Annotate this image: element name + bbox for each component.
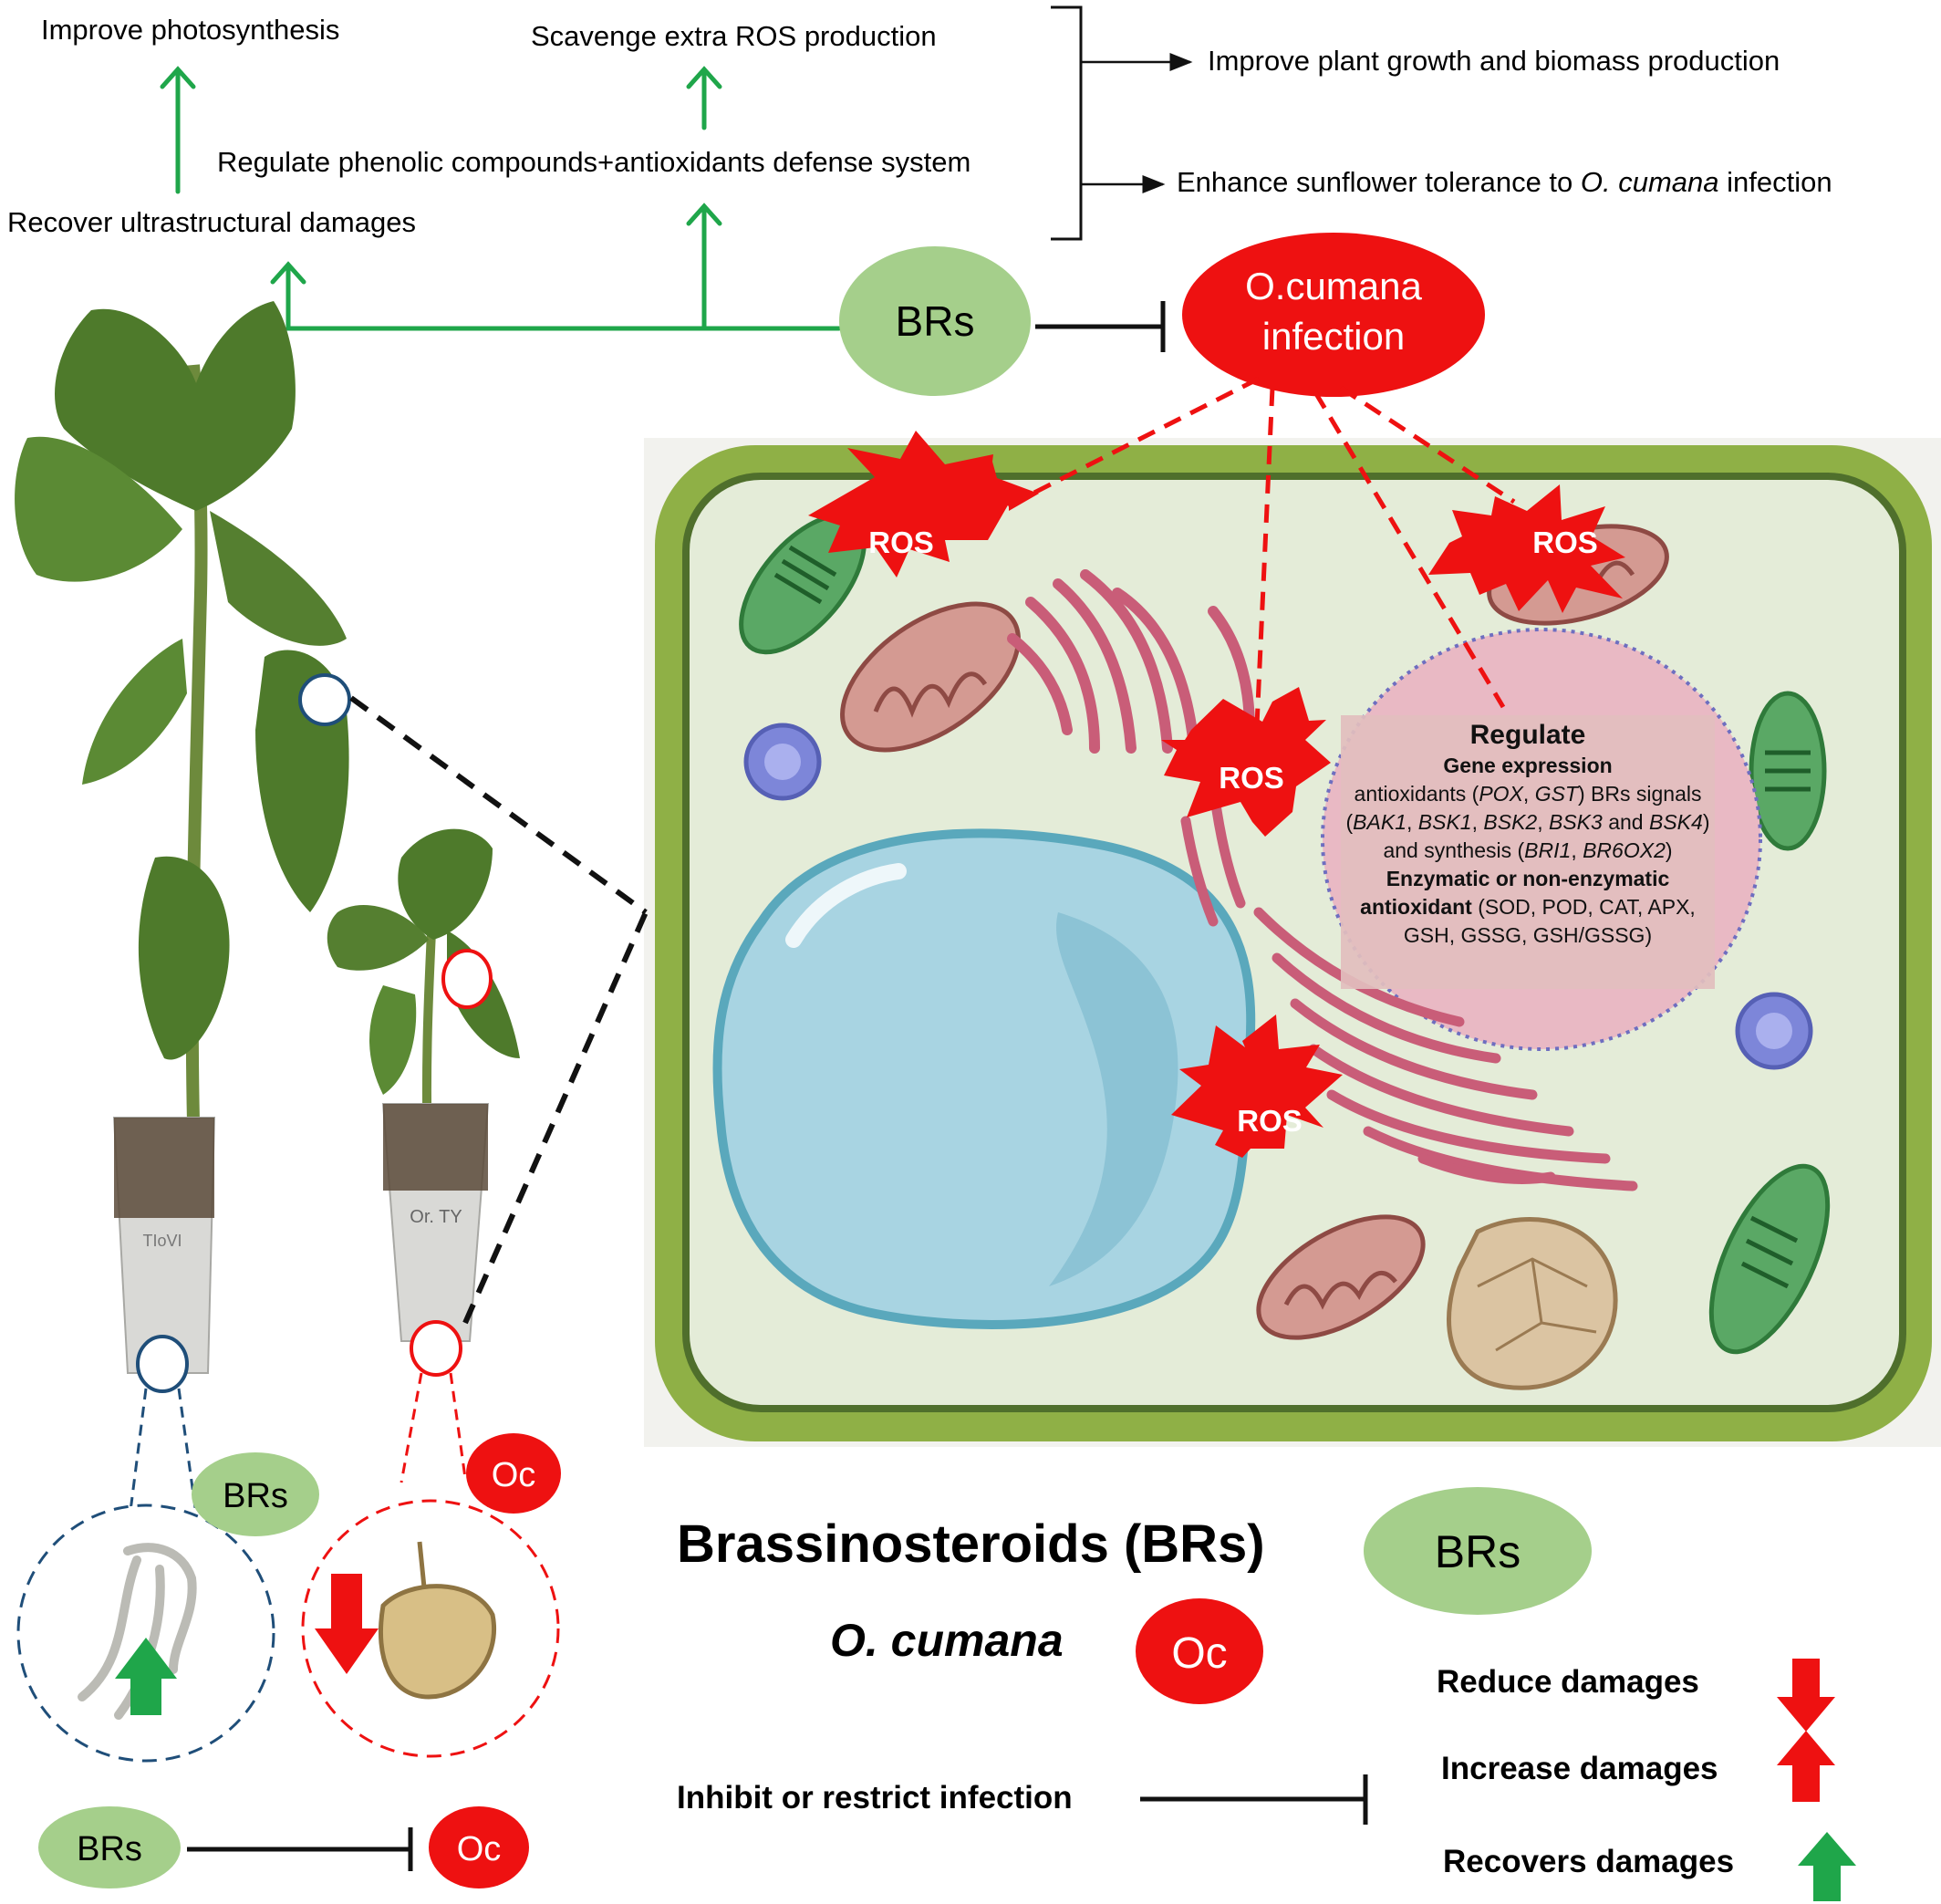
- ros-burst-1-shape: [808, 431, 1039, 577]
- ros-burst-2-label: ROS: [1532, 525, 1598, 559]
- mitochondrion-1: [840, 601, 1021, 753]
- brs-small-badge: [192, 1452, 319, 1536]
- chloroplast-3: [1708, 1163, 1831, 1355]
- infected-plant-leaf-low: [369, 985, 417, 1095]
- regulate-gene-text: antioxidants (POX, GST) BRs signals (BAK…: [1345, 782, 1710, 947]
- brs-node: [839, 246, 1031, 396]
- legend-increase-arrow: [1777, 1731, 1835, 1802]
- regulate-subtitle: Gene expression: [1443, 754, 1613, 777]
- treated-plant-leaf-low: [138, 856, 230, 1060]
- recover-ultrastructural-text: Recover ultrastructural damages: [7, 206, 416, 238]
- treated-leaf-marker: [298, 673, 351, 726]
- peroxisome-1-core: [764, 744, 801, 780]
- treated-plant-leaf-left: [15, 436, 182, 582]
- enhance-tolerance-text: Enhance sunflower tolerance to O. cumana…: [1177, 166, 1832, 198]
- ros-burst-1-label: ROS: [868, 525, 934, 559]
- oc-bottom-badge: [429, 1806, 529, 1888]
- oc-small-badge: [466, 1433, 561, 1514]
- infected-root-zoom-lines: [400, 1372, 467, 1483]
- outcome-bracket: [1051, 5, 1083, 241]
- oc-infection-label-2: infection: [1262, 315, 1405, 358]
- legend-increase-text: Increase damages: [1441, 1751, 1718, 1786]
- plant-cell: [644, 438, 1941, 1447]
- ros-burst-3-shape: [1161, 687, 1331, 837]
- legend-brs-badge-label: BRs: [1435, 1526, 1521, 1577]
- legend-reduce-arrow: [1777, 1659, 1835, 1732]
- green-arrow-network: [160, 66, 842, 331]
- infected-root-marker: [410, 1320, 462, 1377]
- legend-recovers-text: Recovers damages: [1443, 1844, 1734, 1879]
- brs-small-badge-label: BRs: [223, 1477, 288, 1515]
- ros-burst-2: ROS: [1428, 484, 1625, 613]
- brs-bottom-badge: [38, 1806, 181, 1888]
- legend-reduce-text: Reduce damages: [1437, 1664, 1699, 1700]
- treated-root-zoom-lines: [126, 1388, 198, 1534]
- brs-node-label: BRs: [896, 297, 975, 345]
- chloroplast-2: [1749, 691, 1827, 851]
- legend-recovers-arrow: [1798, 1832, 1856, 1901]
- infected-plant-soil: [383, 1104, 488, 1191]
- treated-root-up-arrow: [115, 1638, 177, 1715]
- oc-bottom-badge-label: Oc: [457, 1830, 502, 1868]
- infected-leaf-marker: [441, 949, 493, 1009]
- legend-oc-name: O. cumana: [830, 1615, 1064, 1666]
- ros-burst-3-label: ROS: [1219, 761, 1284, 795]
- treated-pot-label: TIoVI: [142, 1232, 182, 1250]
- treated-plant-leaf-mid: [82, 639, 187, 785]
- treated-plant: TIoVI: [15, 301, 349, 1374]
- vacuole-highlight: [785, 863, 907, 948]
- oc-infection-label-1: O.cumana: [1245, 265, 1422, 307]
- oc-small-badge-label: Oc: [492, 1456, 536, 1494]
- improve-photosynthesis-text: Improve photosynthesis: [41, 14, 339, 46]
- legend-brs-badge: [1364, 1487, 1592, 1615]
- legend-oc-badge: [1136, 1598, 1263, 1704]
- treated-plant-top-leaves: [55, 301, 296, 511]
- infected-root-down-arrow: [315, 1574, 379, 1674]
- regulate-phenolic-text: Regulate phenolic compounds+antioxidants…: [217, 146, 970, 178]
- infected-plant: Or. TY: [327, 828, 520, 1342]
- treated-plant-soil: [114, 1118, 214, 1218]
- regulate-box: Regulate Gene expression antioxidants (P…: [1341, 715, 1715, 989]
- ros-burst-4-shape: [1171, 1014, 1343, 1158]
- ros-burst-1: ROS: [808, 431, 1039, 577]
- ros-burst-3: ROS: [1161, 687, 1331, 837]
- legend-oc-badge-label: Oc: [1171, 1629, 1227, 1678]
- improve-growth-text: Improve plant growth and biomass product…: [1208, 45, 1780, 77]
- vacuole-shade: [1049, 912, 1178, 1286]
- legend-title: Brassinosteroids (BRs): [677, 1514, 1265, 1574]
- treated-plant-leaf-right-1: [210, 511, 347, 646]
- ros-burst-4-label: ROS: [1237, 1104, 1303, 1138]
- legend-inhibit-text: Inhibit or restrict infection: [677, 1780, 1073, 1816]
- ros-burst-4: ROS: [1171, 1014, 1343, 1158]
- ros-burst-2-shape: [1428, 484, 1625, 613]
- brs-bottom-badge-label: BRs: [77, 1830, 142, 1868]
- golgi-apparatus: [1007, 569, 1255, 763]
- peroxisome-2-core: [1756, 1013, 1792, 1049]
- amyloplast-inner: [1477, 1257, 1597, 1352]
- infected-root-image: [378, 1541, 496, 1700]
- infected-plant-leaf-left: [327, 904, 429, 971]
- treated-root-marker: [136, 1335, 189, 1393]
- infected-pot-label: Or. TY: [410, 1207, 462, 1227]
- amyloplast: [1447, 1217, 1618, 1390]
- regulate-title: Regulate: [1469, 720, 1586, 750]
- mitochondrion-3: [1256, 1214, 1426, 1340]
- zoom-dashed-lines: [349, 695, 649, 1325]
- infected-plant-top: [398, 828, 493, 940]
- scavenge-ros-text: Scavenge extra ROS production: [531, 20, 937, 52]
- oc-infection-node: [1182, 233, 1485, 397]
